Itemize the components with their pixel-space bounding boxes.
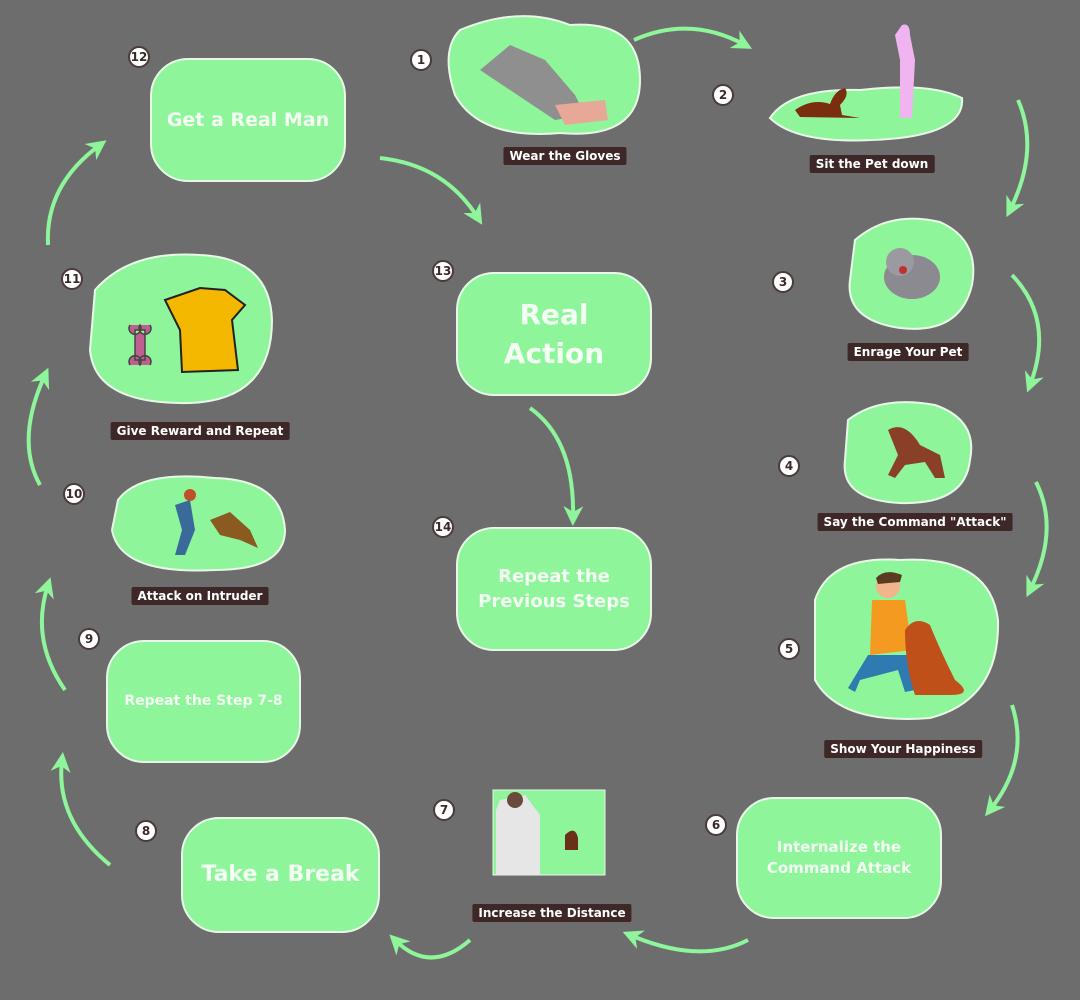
man-hugging-dog-illustration xyxy=(848,572,964,695)
arrow-12-13 xyxy=(379,156,483,225)
step-9-box: Repeat the Step 7-8 xyxy=(106,640,301,763)
step-number-2: 2 xyxy=(712,84,734,106)
step-5-label: Show Your Happiness xyxy=(824,740,982,758)
step-number-12: 12 xyxy=(128,46,150,68)
step-3-label: Enrage Your Pet xyxy=(847,343,969,361)
step-12-box: Get a Real Man xyxy=(150,58,346,182)
step-13-box: Real Action xyxy=(456,272,652,396)
step-1-label: Wear the Gloves xyxy=(503,147,627,165)
step-10-blob xyxy=(110,475,287,572)
step-11-label: Give Reward and Repeat xyxy=(110,422,290,440)
arrow-4-5 xyxy=(1026,481,1049,598)
step-6-box: Internalize the Command Attack xyxy=(736,797,942,919)
barking-dog-illustration xyxy=(888,427,945,478)
arrow-7-8 xyxy=(389,934,472,960)
step-10-label: Attack on Intruder xyxy=(131,587,269,605)
arrow-8-9 xyxy=(50,752,112,867)
arrow-10-11 xyxy=(26,367,50,486)
step-7-label: Increase the Distance xyxy=(472,904,632,922)
step-number-1: 1 xyxy=(410,49,432,71)
step-14-box: Repeat the Previous Steps xyxy=(456,527,652,651)
step-number-6: 6 xyxy=(705,814,727,836)
step-number-7: 7 xyxy=(433,799,455,821)
step-number-4: 4 xyxy=(778,455,800,477)
arrow-13-14 xyxy=(528,406,584,526)
step-number-14: 14 xyxy=(432,516,454,538)
arrow-5-6 xyxy=(985,704,1020,817)
step-4-label: Say the Command "Attack" xyxy=(817,513,1013,531)
dog-attacking-intruder-illustration xyxy=(175,489,258,555)
arrow-1-2 xyxy=(633,26,753,49)
man-and-dog-distance-photo xyxy=(496,792,578,875)
step-2-label: Sit the Pet down xyxy=(809,155,935,173)
arrow-6-7 xyxy=(622,930,749,954)
step-number-13: 13 xyxy=(432,260,454,282)
step-number-9: 9 xyxy=(78,628,100,650)
arrow-3-4 xyxy=(1010,273,1044,393)
gloves-illustration xyxy=(480,45,608,125)
step-number-10: 10 xyxy=(63,483,85,505)
step-number-8: 8 xyxy=(135,820,157,842)
arrow-9-10 xyxy=(34,577,67,692)
angry-bulldog-illustration xyxy=(884,248,940,299)
arrow-11-12 xyxy=(45,140,107,246)
step-number-5: 5 xyxy=(778,638,800,660)
step-8-box: Take a Break xyxy=(181,817,380,933)
step-2-blob xyxy=(768,86,964,142)
dog-and-bone-illustration xyxy=(128,286,247,374)
step-number-11: 11 xyxy=(61,268,83,290)
sitting-dog-illustration xyxy=(795,24,915,118)
step-number-3: 3 xyxy=(772,271,794,293)
arrow-2-3 xyxy=(1006,99,1030,218)
